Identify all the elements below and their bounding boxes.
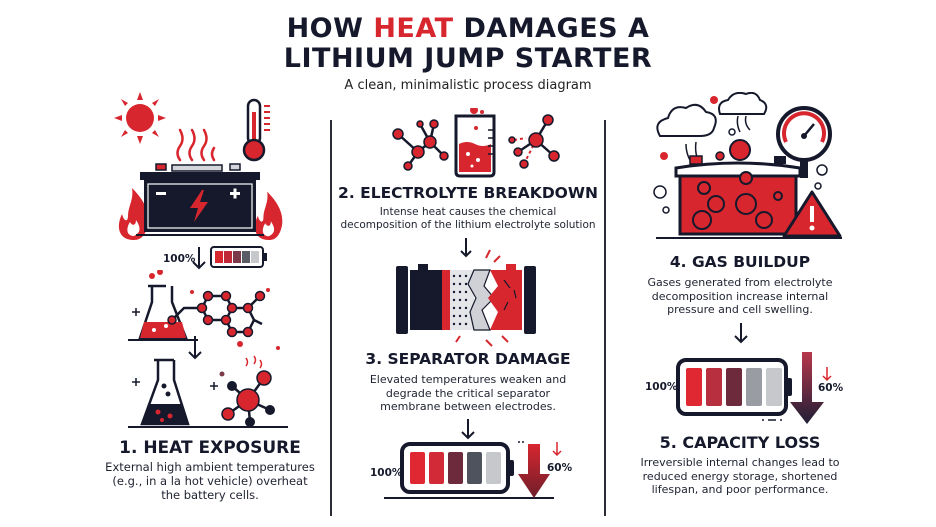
battery-start-label: 100% bbox=[645, 381, 678, 393]
battery-start-label: 100% bbox=[370, 467, 403, 479]
thermometer-icon bbox=[242, 98, 270, 162]
battery-icon bbox=[384, 441, 554, 499]
step-4-title: 4. GAS BUILDUP bbox=[669, 253, 811, 271]
title-highlight: HEAT bbox=[373, 13, 454, 44]
gas-buildup-illustration bbox=[653, 92, 842, 239]
down-arrow-icon bbox=[192, 247, 206, 270]
flame-icon bbox=[254, 191, 283, 240]
column-divider bbox=[330, 120, 332, 516]
step-1-description: External high ambient temperatures (e.g.… bbox=[80, 460, 340, 502]
desc-line: the battery cells. bbox=[161, 488, 259, 502]
desc-line: External high ambient temperatures bbox=[105, 460, 315, 474]
down-arrow-icon bbox=[734, 323, 748, 344]
step-2-description: Intense heat causes the chemical decompo… bbox=[330, 206, 606, 232]
small-down-arrow-icon bbox=[552, 442, 562, 457]
small-down-arrow-icon bbox=[822, 367, 832, 382]
subtitle: A clean, minimalistic process diagram bbox=[344, 78, 592, 93]
battery-end-label: 60% bbox=[547, 462, 573, 474]
car-battery-icon bbox=[136, 163, 264, 236]
flame-icon bbox=[118, 188, 149, 240]
step-5-description: Irreversible internal changes lead to re… bbox=[605, 456, 875, 497]
desc-line: pressure and cell swelling. bbox=[667, 303, 813, 316]
step-5-title: 5. CAPACITY LOSS bbox=[659, 433, 821, 452]
desc-line: membrane between electrodes. bbox=[380, 400, 556, 413]
step-3-title: 3. SEPARATOR DAMAGE bbox=[365, 350, 571, 368]
battery-percent-label: 100% bbox=[163, 253, 196, 265]
title-text: DAMAGES A bbox=[453, 13, 650, 44]
desc-line: decomposition increase internal bbox=[651, 289, 829, 303]
desc-line: Gases generated from electrolyte bbox=[647, 276, 833, 289]
column-divider bbox=[604, 120, 606, 516]
step-3-description: Elevated temperatures weaken and degrade… bbox=[330, 373, 606, 414]
step-1-title: 1. HEAT EXPOSURE bbox=[119, 438, 301, 458]
step-4-description: Gases generated from electrolyte decompo… bbox=[605, 276, 875, 317]
battery-icon bbox=[210, 246, 267, 268]
battery-icon bbox=[676, 352, 824, 424]
title-line-2: LITHIUM JUMP STARTER bbox=[283, 43, 653, 74]
heat-waves-icon bbox=[176, 128, 216, 162]
desc-line: reduced energy storage, shortened bbox=[642, 469, 838, 483]
title-line-1: HOW HEAT DAMAGES A bbox=[0, 14, 936, 44]
desc-line: Irreversible internal changes lead to bbox=[640, 456, 840, 469]
battery-end-label: 60% bbox=[818, 382, 844, 394]
desc-line: (e.g., in a la hot vehicle) overheat bbox=[112, 474, 308, 488]
sun-icon bbox=[114, 92, 166, 144]
desc-line: Intense heat causes the chemical bbox=[379, 206, 557, 218]
desc-line: Elevated temperatures weaken and bbox=[369, 373, 567, 386]
electrolyte-illustration bbox=[392, 108, 560, 178]
title-text: HOW bbox=[286, 13, 374, 44]
down-arrow-icon bbox=[461, 419, 475, 440]
desc-line: decomposition of the lithium electrolyte… bbox=[340, 219, 596, 231]
desc-line: lifespan, and poor performance. bbox=[651, 483, 829, 496]
step-2-title: 2. ELECTROLYTE BREAKDOWN bbox=[338, 184, 598, 202]
cracked-cell-icon bbox=[396, 238, 536, 347]
desc-line: degrade the critical separator bbox=[385, 386, 551, 400]
chemistry-illustration bbox=[128, 270, 288, 428]
